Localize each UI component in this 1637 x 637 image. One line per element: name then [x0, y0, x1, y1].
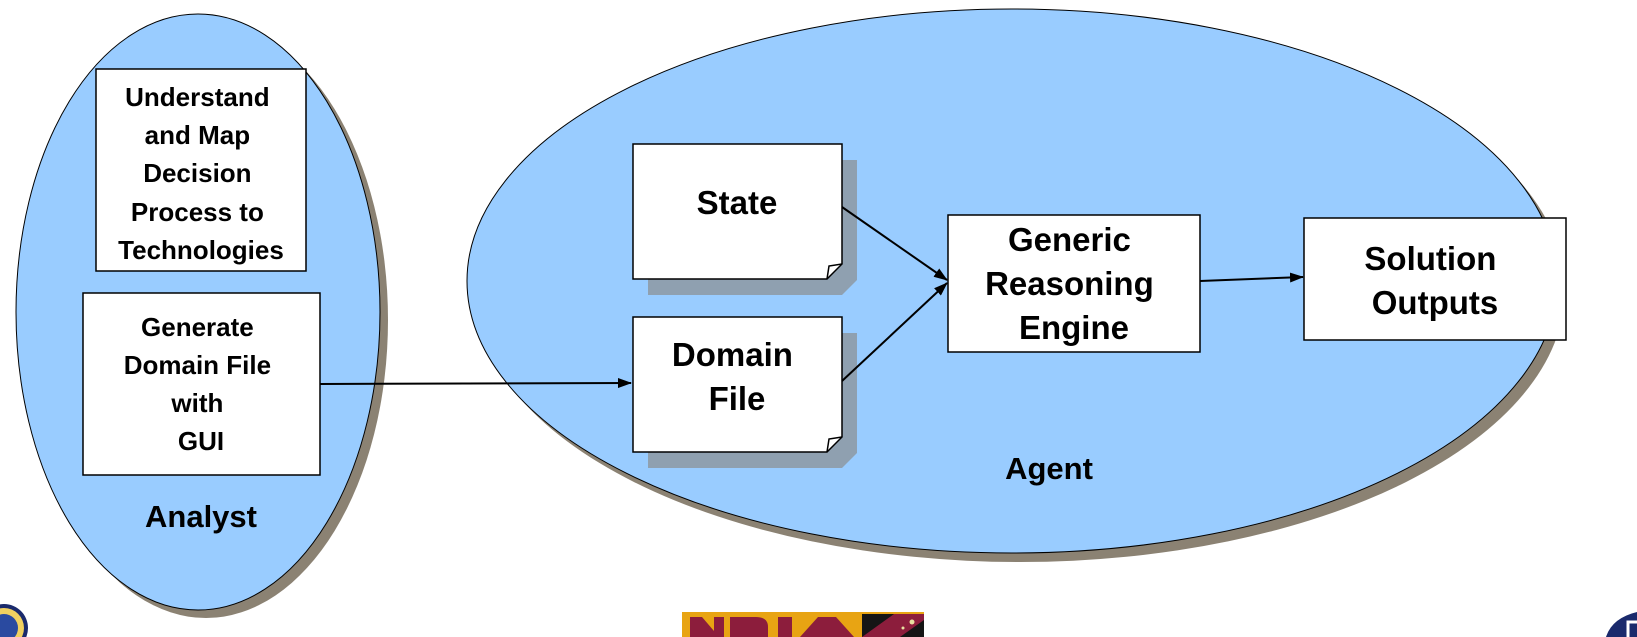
understand-line-5: Technologies: [118, 235, 284, 265]
state-label: State: [697, 184, 778, 221]
arrow-engine-to-solution: [1199, 272, 1304, 283]
arrow-generate-to-domain-file: [319, 378, 632, 389]
ndia-logo-icon: [682, 612, 924, 637]
engine-line-2: Reasoning: [985, 265, 1154, 302]
understand-line-4: Process to: [131, 197, 264, 227]
arrow-domain-file-to-engine: [841, 282, 948, 382]
understand-line-1: Understand: [125, 82, 269, 112]
solution-line-1: Solution: [1364, 240, 1496, 277]
domain-file-line-1: Domain: [672, 336, 793, 373]
svg-text:Solution Outputs: Solution Outputs: [1364, 240, 1505, 321]
engine-line-3: Engine: [1019, 309, 1129, 346]
understand-line-3: Decision: [143, 158, 251, 188]
svg-text:Domain File: Domain File: [672, 336, 802, 417]
agent-label: Agent: [1005, 451, 1093, 486]
domain-file-line-2: File: [709, 380, 766, 417]
generate-domain-file-box: Generate Domain File with GUI: [82, 292, 321, 476]
understand-box: Understand and Map Decision Process to T…: [95, 68, 307, 272]
svg-text:Understand and Map: Understand and Map Decision Process to T…: [118, 82, 284, 265]
generate-line-1: Generate: [141, 312, 254, 342]
arrow-state-to-engine: [841, 206, 948, 281]
generate-line-2: Domain File: [124, 350, 271, 380]
solution-line-2: Outputs: [1372, 284, 1498, 321]
seal-logo-icon: [0, 604, 28, 637]
analyst-label: Analyst: [145, 499, 257, 534]
partial-round-logo-icon: [1606, 612, 1637, 637]
generate-line-4: GUI: [178, 426, 224, 456]
engine-line-1: Generic: [1008, 221, 1131, 258]
domain-file-document: Domain File: [632, 316, 857, 468]
understand-line-2: and Map: [145, 120, 250, 150]
generic-reasoning-engine-box: Generic Reasoning Engine: [947, 214, 1201, 353]
solution-outputs-box: Solution Outputs: [1303, 217, 1567, 341]
state-document: State: [632, 143, 857, 295]
svg-text:Generate Domain File: Generate Domain File with GUI: [124, 312, 279, 456]
generate-line-3: with: [170, 388, 223, 418]
svg-text:Generic Reasoning: Generic Reasoning Engine: [985, 221, 1163, 346]
